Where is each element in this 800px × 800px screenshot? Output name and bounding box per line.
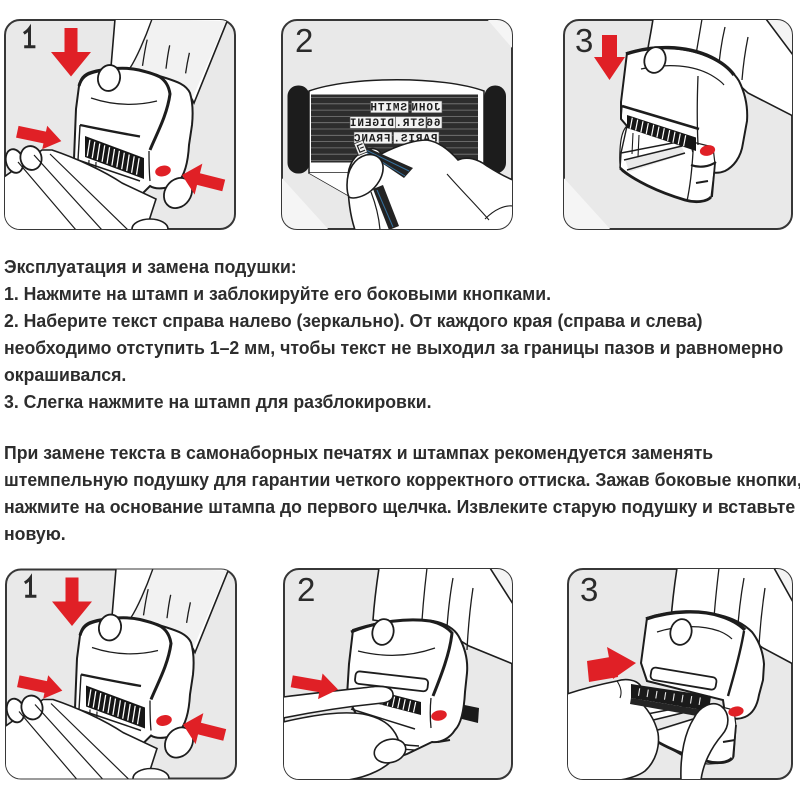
svg-text:STR.: STR. xyxy=(394,118,424,130)
svg-text:66: 66 xyxy=(425,118,440,130)
svg-text:DIGENI: DIGENI xyxy=(349,118,394,130)
svg-text:2: 2 xyxy=(295,22,313,59)
svg-text:JOHN: JOHN xyxy=(410,103,440,115)
svg-text:3: 3 xyxy=(580,571,598,608)
svg-text:2: 2 xyxy=(297,571,315,608)
svg-text:SMITH: SMITH xyxy=(369,103,407,115)
svg-text:3: 3 xyxy=(575,22,593,59)
